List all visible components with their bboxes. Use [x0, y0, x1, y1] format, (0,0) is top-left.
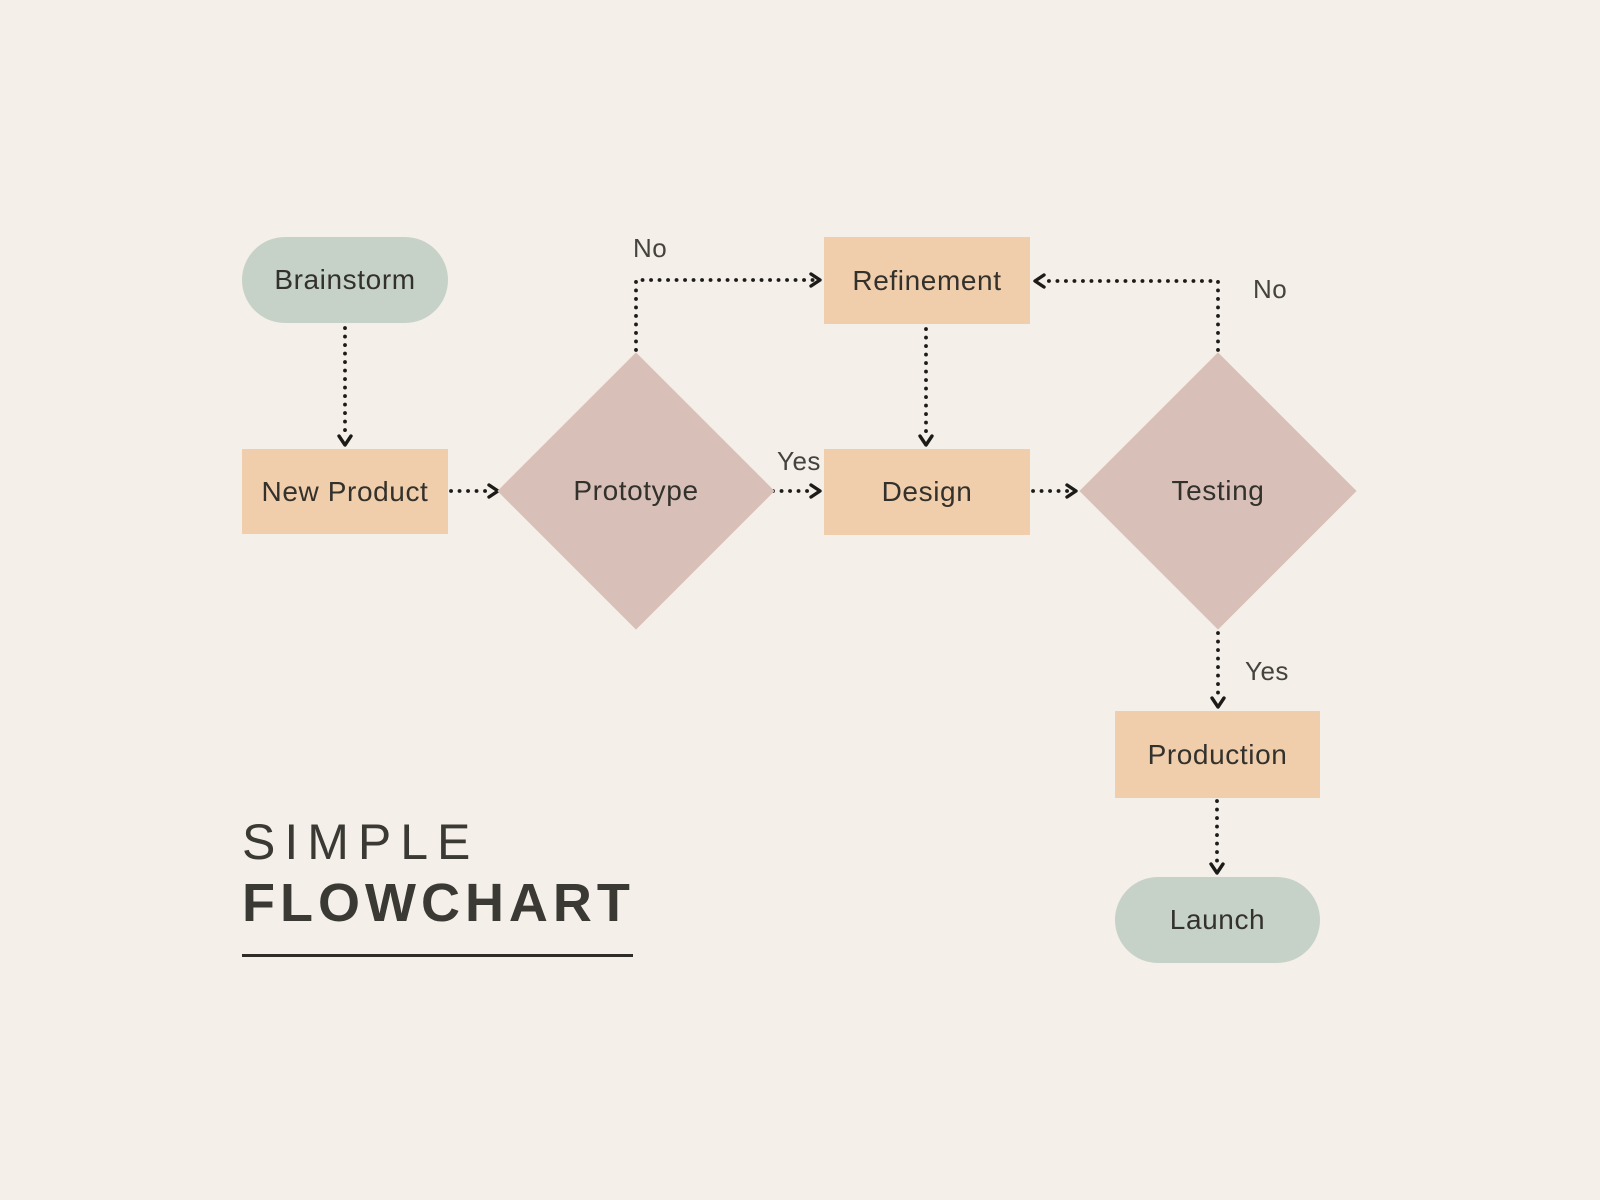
edge-label-testing-no: No: [1253, 274, 1288, 304]
node-launch: Launch: [1115, 877, 1320, 963]
edge-prototype-to-refinement-no: [634, 272, 822, 352]
node-testing-label: Testing: [1171, 475, 1265, 506]
node-design: Design: [824, 449, 1030, 535]
title-block: SIMPLE FLOWCHART: [242, 817, 635, 957]
title-underline: [242, 954, 633, 957]
edge-testing-to-refinement-no: [1033, 273, 1220, 352]
node-production: Production: [1115, 711, 1320, 798]
node-prototype: Prototype: [497, 352, 775, 630]
node-refinement: Refinement: [824, 237, 1030, 324]
node-prototype-label: Prototype: [573, 475, 699, 506]
node-launch-label: Launch: [1169, 904, 1266, 935]
node-brainstorm-label: Brainstorm: [274, 264, 416, 295]
node-refinement-label: Refinement: [852, 264, 1002, 296]
node-testing: Testing: [1079, 352, 1357, 630]
node-new-product: New Product: [242, 449, 448, 534]
node-design-label: Design: [881, 476, 973, 507]
edge-label-prototype-yes: Yes: [777, 446, 821, 476]
title-line1: SIMPLE: [242, 814, 480, 870]
title-line2: FLOWCHART: [242, 873, 635, 933]
node-new-product-label: New Product: [261, 475, 429, 507]
node-production-label: Production: [1147, 738, 1288, 770]
edge-label-testing-yes: Yes: [1245, 656, 1289, 686]
edge-label-prototype-no: No: [633, 233, 668, 263]
node-brainstorm: Brainstorm: [242, 237, 448, 323]
